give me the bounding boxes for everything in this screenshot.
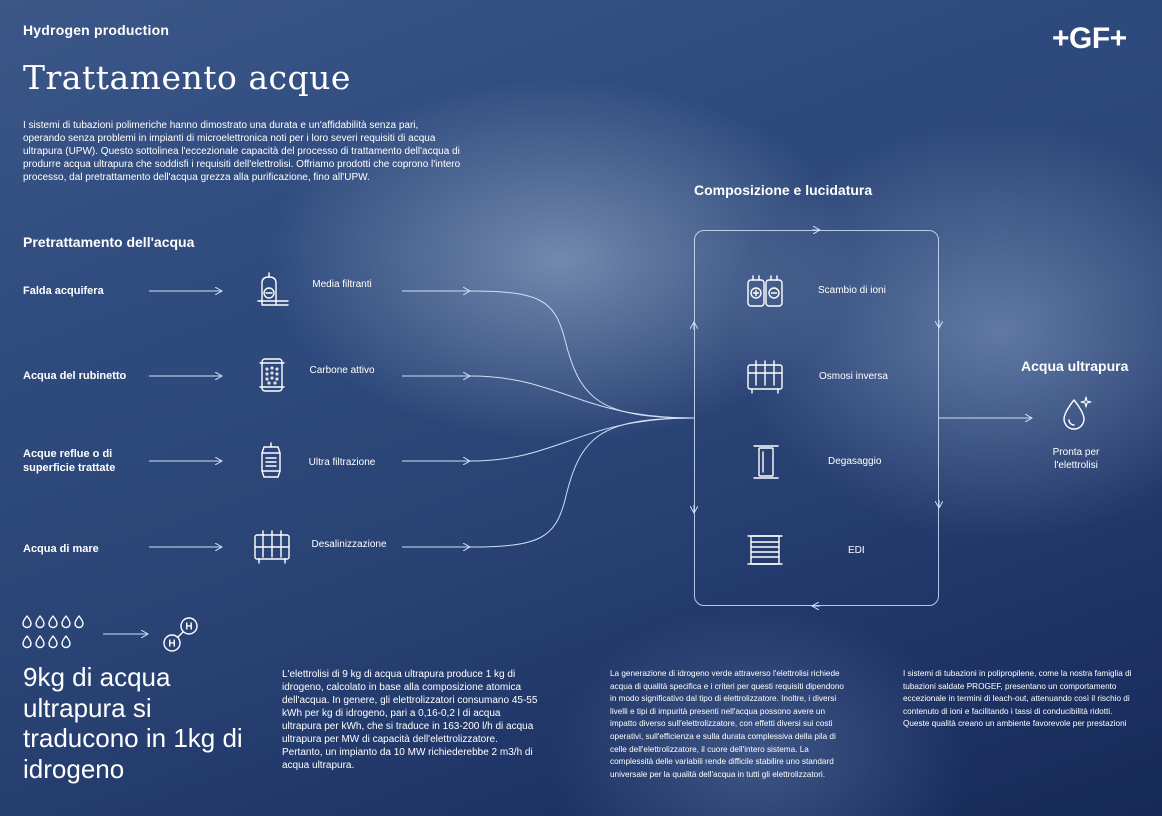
- filter-media-icon: [257, 272, 289, 306]
- step-edi: EDI: [848, 545, 865, 556]
- page-title: Trattamento acque: [23, 58, 351, 97]
- ultrafiltration-icon: [261, 442, 281, 478]
- footer-col-2: La generazione di idrogeno verde attrave…: [610, 669, 844, 779]
- h-symbol-1: H: [185, 622, 192, 633]
- step-degassing: Degasaggio: [828, 456, 882, 467]
- degassing-icon: [753, 445, 779, 479]
- step-ion-exchange: Scambio di ioni: [818, 285, 886, 296]
- edi-icon: [747, 535, 783, 565]
- intro-paragraph: I sistemi di tubazioni polimeriche hanno…: [23, 120, 461, 183]
- step-ultrafiltration: Ultra filtrazione: [308, 457, 376, 468]
- polishing-title: Composizione e lucidatura: [694, 182, 873, 198]
- desalination-icon: [254, 530, 290, 564]
- gf-logo: +GF+: [1052, 22, 1127, 55]
- source-wastewater: Acque reflue o di superficie trattate: [23, 448, 116, 474]
- pretreatment-title: Pretrattamento dell'acqua: [23, 234, 195, 250]
- source-seawater: Acqua di mare: [23, 543, 99, 555]
- water-drops-icon: [22, 615, 84, 649]
- step-filter-media: Media filtranti: [312, 279, 372, 290]
- brand-label: Hydrogen production: [23, 22, 170, 38]
- polishing-box: [694, 230, 939, 606]
- h-symbol-2: H: [168, 639, 175, 650]
- reverse-osmosis-icon: [747, 360, 783, 394]
- flow-step-1: [402, 290, 695, 419]
- flow-step-3: [402, 417, 695, 462]
- footer-col-1: L'elettrolisi di 9 kg di acqua ultrapura…: [282, 669, 538, 771]
- flow-step-4: [402, 417, 695, 548]
- output-title: Acqua ultrapura: [1021, 358, 1129, 374]
- output-caption: Pronta per l'elettrolisi: [1052, 447, 1100, 471]
- hydrogen-molecule-icon: H H: [163, 617, 198, 652]
- footer-col-3: I sistemi di tubazioni in polipropilene,…: [903, 669, 1132, 729]
- step-activated-carbon: Carbone attivo: [309, 365, 375, 376]
- water-drop-sparkle-icon: [1063, 396, 1092, 430]
- step-reverse-osmosis: Osmosi inversa: [819, 371, 888, 382]
- source-groundwater: Falda acquifera: [23, 285, 104, 297]
- big-statement: 9kg di acqua ultrapura si traducono in 1…: [23, 662, 243, 784]
- source-tap-water: Acqua del rubinetto: [23, 370, 127, 382]
- flow-step-2: [402, 375, 695, 419]
- step-desalination: Desalinizzazione: [311, 539, 387, 550]
- ion-exchange-icon: [747, 275, 783, 307]
- activated-carbon-icon: [259, 358, 285, 392]
